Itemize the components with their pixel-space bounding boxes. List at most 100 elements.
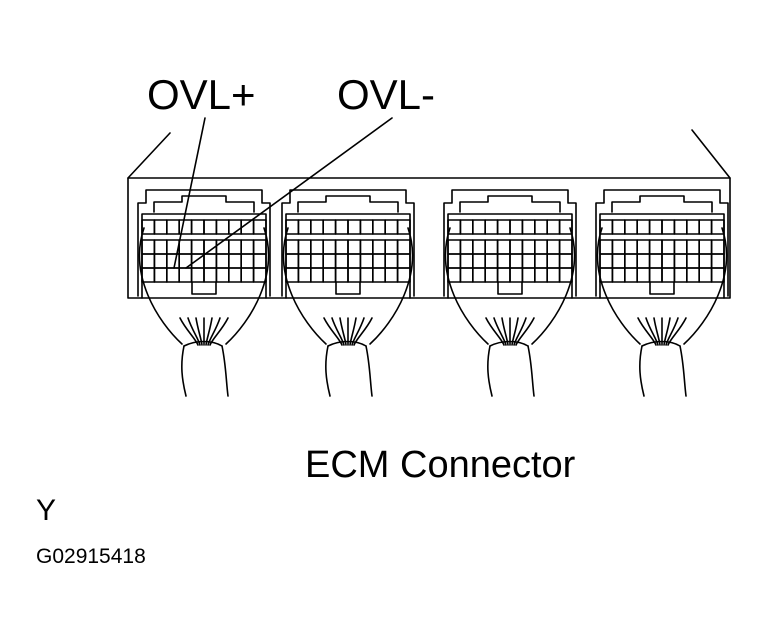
harness-boot-left bbox=[596, 227, 641, 345]
harness-wire bbox=[349, 317, 357, 346]
connector-latch bbox=[153, 195, 255, 213]
connector-housing bbox=[281, 189, 415, 297]
connector-housing bbox=[595, 189, 729, 297]
terminal-socket bbox=[661, 253, 676, 269]
terminal-socket bbox=[371, 219, 386, 235]
harness-tube-right bbox=[221, 345, 229, 397]
harness-wire bbox=[187, 317, 201, 346]
terminal-socket bbox=[309, 239, 324, 255]
terminal-socket bbox=[178, 267, 193, 283]
harness-wire bbox=[513, 317, 527, 346]
housing-left-edge bbox=[127, 132, 171, 179]
terminal-socket bbox=[611, 267, 626, 283]
harness-wire bbox=[493, 317, 507, 346]
terminal-socket bbox=[166, 267, 181, 283]
harness-wire bbox=[665, 317, 679, 346]
terminal-socket bbox=[636, 253, 651, 269]
terminal-socket bbox=[447, 239, 462, 255]
terminal-socket bbox=[546, 267, 561, 283]
terminal-socket bbox=[240, 267, 255, 283]
terminal-socket bbox=[698, 239, 713, 255]
terminal-socket bbox=[347, 239, 362, 255]
harness-wire bbox=[501, 317, 509, 346]
harness-wire bbox=[351, 317, 365, 346]
terminal-socket bbox=[141, 219, 156, 235]
terminal-socket bbox=[190, 239, 205, 255]
terminal-socket bbox=[309, 267, 324, 283]
terminal-socket bbox=[661, 219, 676, 235]
terminal-socket bbox=[322, 267, 337, 283]
terminal-socket bbox=[359, 239, 374, 255]
harness-boot-left bbox=[444, 227, 489, 345]
terminal-socket bbox=[334, 239, 349, 255]
terminal-socket bbox=[685, 253, 700, 269]
terminal-socket bbox=[546, 253, 561, 269]
terminal-socket bbox=[636, 219, 651, 235]
ovl-minus-leader bbox=[185, 117, 393, 269]
terminal-socket bbox=[521, 239, 536, 255]
terminal-socket bbox=[153, 267, 168, 283]
terminal-socket bbox=[153, 239, 168, 255]
terminal-socket bbox=[371, 253, 386, 269]
connector-housing bbox=[137, 189, 271, 297]
terminal-socket bbox=[710, 219, 725, 235]
terminal-socket bbox=[240, 253, 255, 269]
harness-wire bbox=[195, 317, 203, 346]
harness-tube-left bbox=[487, 345, 493, 397]
connector-housing bbox=[443, 189, 577, 297]
harness-boot-left bbox=[138, 227, 183, 345]
terminal-socket bbox=[334, 219, 349, 235]
terminal-socket bbox=[471, 267, 486, 283]
terminal-socket bbox=[558, 219, 573, 235]
terminal-socket bbox=[546, 219, 561, 235]
terminal-socket bbox=[252, 267, 267, 283]
terminal-socket bbox=[509, 239, 524, 255]
terminal-socket bbox=[611, 219, 626, 235]
terminal-socket bbox=[459, 239, 474, 255]
harness-tube-left bbox=[325, 345, 331, 397]
harness-wire bbox=[653, 317, 661, 346]
connector-4 bbox=[595, 189, 729, 397]
terminal-socket bbox=[710, 253, 725, 269]
terminal-socket bbox=[447, 267, 462, 283]
terminal-socket bbox=[673, 253, 688, 269]
terminal-socket bbox=[685, 219, 700, 235]
terminal-socket bbox=[359, 267, 374, 283]
terminal-socket bbox=[509, 267, 524, 283]
terminal-socket bbox=[384, 239, 399, 255]
terminal-socket bbox=[190, 267, 205, 283]
terminal-socket bbox=[297, 253, 312, 269]
terminal-socket bbox=[611, 239, 626, 255]
corner-letter: Y bbox=[36, 494, 57, 527]
terminal-socket bbox=[384, 267, 399, 283]
terminal-socket bbox=[496, 267, 511, 283]
terminal-socket bbox=[347, 253, 362, 269]
connector-latch bbox=[459, 195, 561, 213]
terminal-socket bbox=[623, 219, 638, 235]
ecm-housing-body bbox=[127, 177, 731, 299]
terminal-socket bbox=[509, 253, 524, 269]
ovl-plus-label: OVL+ bbox=[147, 71, 256, 118]
terminal-socket bbox=[623, 253, 638, 269]
harness-wire bbox=[637, 317, 657, 346]
terminal-socket bbox=[297, 267, 312, 283]
terminal-socket bbox=[371, 267, 386, 283]
connector-latch bbox=[611, 195, 713, 213]
terminal-socket bbox=[533, 239, 548, 255]
harness-wire bbox=[485, 317, 505, 346]
terminal-socket bbox=[166, 253, 181, 269]
terminal-socket bbox=[698, 253, 713, 269]
connector-key-notch bbox=[335, 281, 361, 295]
terminal-socket bbox=[141, 267, 156, 283]
terminal-socket bbox=[166, 219, 181, 235]
terminal-socket bbox=[240, 239, 255, 255]
terminal-socket bbox=[471, 253, 486, 269]
terminal-socket bbox=[509, 219, 524, 235]
terminal-socket bbox=[496, 253, 511, 269]
terminal-socket bbox=[322, 239, 337, 255]
terminal-socket bbox=[484, 253, 499, 269]
figure-code: G02915418 bbox=[36, 545, 146, 568]
harness-tube-left bbox=[639, 345, 645, 397]
terminal-socket bbox=[228, 253, 243, 269]
